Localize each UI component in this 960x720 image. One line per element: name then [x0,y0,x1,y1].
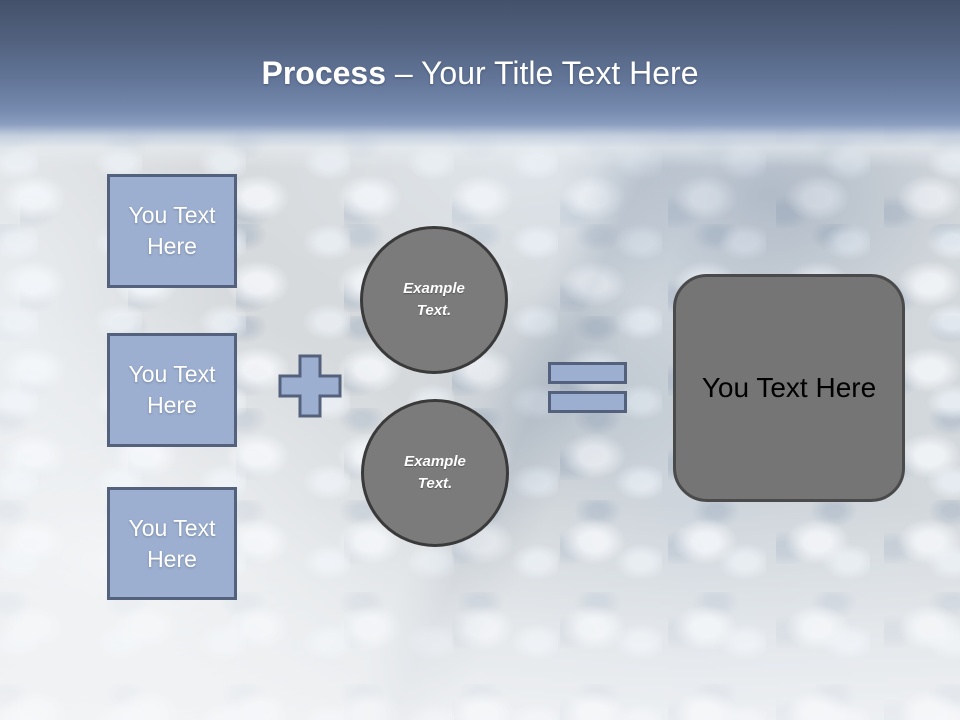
result-box[interactable]: You Text Here [673,274,905,502]
title-bold-segment: Process [261,55,387,91]
plus-icon[interactable] [277,353,343,419]
example-circle-2[interactable]: Example Text. [361,399,509,547]
circle-label: Example Text. [404,453,466,492]
result-label: You Text Here [701,372,877,403]
text-placeholder-box-3[interactable]: You Text Here [107,487,237,600]
equals-bottom-bar [548,391,627,413]
circle-label: Example Text. [403,280,465,319]
example-circle-1[interactable]: Example Text. [360,226,508,374]
box-label: You Text Here [128,514,216,572]
title-regular-segment: – Your Title Text Here [386,55,699,91]
text-placeholder-box-2[interactable]: You Text Here [107,333,237,447]
header-gradient-band [0,0,960,168]
equals-icon[interactable] [548,362,627,413]
box-label: You Text Here [128,202,216,259]
slide-title[interactable]: Process – Your Title Text Here [0,54,960,92]
equals-top-bar [548,362,627,384]
text-placeholder-box-1[interactable]: You Text Here [107,174,237,288]
box-label: You Text Here [128,361,216,418]
